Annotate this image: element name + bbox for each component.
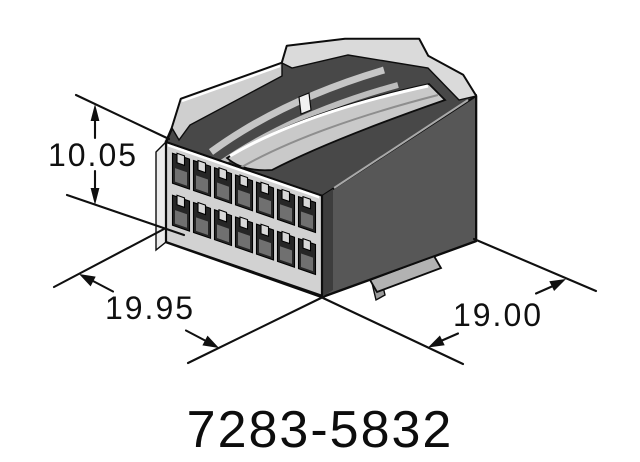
extension-line [321,296,465,366]
latch-arm-groove [239,94,439,169]
extension-line [186,295,325,365]
dimension-shaft [440,332,460,342]
arrowhead-downright-icon [202,335,219,348]
arrowhead-downleft-icon [428,335,445,348]
guide-rail-1 [208,66,385,155]
front-face [164,140,324,298]
arrowhead-upright-icon [549,279,566,291]
front-left-edge-highlight [155,140,167,252]
extension-line [74,93,171,141]
dimension-shaft [534,284,555,295]
latch-tooth [298,92,312,115]
dimension-width-label: 19.95 [105,290,195,326]
front-face-top-highlight [168,143,319,199]
dimension-shaft [184,329,208,343]
arrowhead-up-icon [90,104,100,121]
latch-arm-highlight [229,84,429,158]
side-top-edge-highlight [333,99,469,189]
dimension-height: 10.05 [48,93,186,237]
dimension-shaft [91,279,115,293]
extension-line [472,237,598,293]
dimension-depth: 19.00 [321,237,598,366]
arrowhead-upleft-icon [79,274,96,287]
rear-ledge [281,38,478,101]
arrowhead-down-icon [90,188,100,205]
wall-top-highlight [181,64,281,103]
connector-body [155,37,478,302]
top-left-wall [171,62,283,142]
side-face-shadow [322,189,333,297]
dimension-height-label: 10.05 [48,137,138,173]
part-number-label: 7283-5832 [187,401,454,459]
dimension-depth-label: 19.00 [453,297,543,333]
extension-line [52,227,166,289]
dimension-width: 19.95 [52,227,325,365]
